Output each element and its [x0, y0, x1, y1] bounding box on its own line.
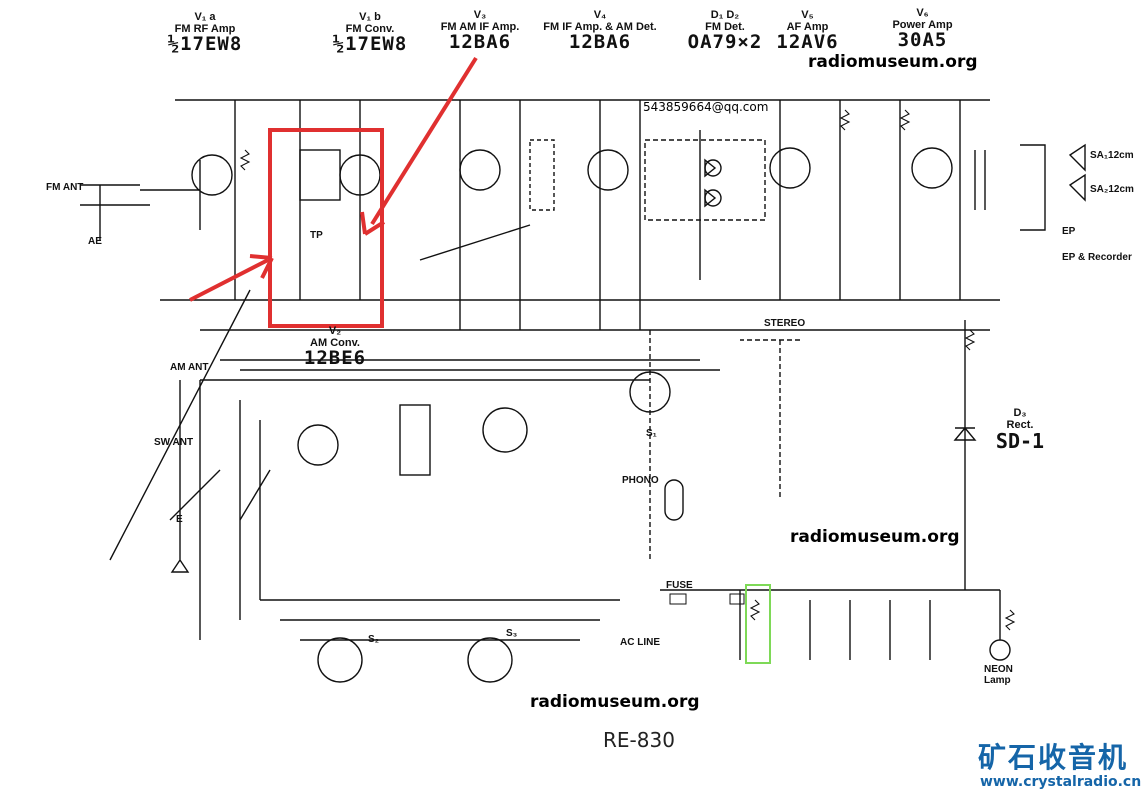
tube-type: 30A5	[897, 29, 948, 52]
phono-label: PHONO	[622, 475, 659, 486]
e-label: E	[176, 514, 183, 525]
tube-header-v1b: V₁ b FM Conv. ½17EW8	[320, 11, 420, 56]
am-ant-label: AM ANT	[170, 362, 209, 373]
ep-label: EP	[1062, 226, 1076, 237]
tube-symbol: V₄	[593, 9, 607, 21]
tube-header-d1d2: D₁ D₂ FM Det. OA79×2	[675, 9, 775, 54]
tube-function: FM IF Amp. & AM Det.	[543, 20, 657, 33]
fuse-label: FUSE	[666, 580, 693, 591]
tube-function: AM Conv.	[310, 336, 360, 349]
tube-header-v2: V₂ AM Conv. 12BE6	[290, 325, 380, 370]
tube-symbol: V₁ b	[359, 11, 381, 23]
ae-label: AE	[88, 236, 102, 247]
tube-header-v1a: V₁ a FM RF Amp ½17EW8	[155, 11, 255, 56]
tube-function: FM AM IF Amp.	[440, 20, 520, 33]
tube-type: OA79×2	[687, 31, 763, 54]
tube-type: 12BA6	[568, 31, 632, 54]
model-number: RE-830	[603, 728, 675, 752]
switch-s1-label: S₁	[646, 428, 657, 439]
sw-ant-label: SW ANT	[154, 437, 194, 448]
stereo-label: STEREO	[764, 318, 806, 329]
tube-function: Power Amp	[892, 18, 953, 31]
tube-type: 12BE6	[303, 347, 367, 370]
highlight-arrow-lower	[189, 254, 274, 302]
tube-type: ½17EW8	[167, 33, 243, 56]
brand-name: 矿石收音机	[978, 741, 1129, 774]
tube-function: FM Det.	[705, 20, 745, 33]
speaker-1-label: SA₁12cm	[1090, 150, 1134, 161]
tube-header-v3: V₃ FM AM IF Amp. 12BA6	[425, 9, 535, 54]
highlight-box	[268, 128, 384, 328]
neon-lamp-label: NEON Lamp	[984, 664, 1013, 686]
tube-symbol: V₃	[473, 9, 487, 21]
tube-symbol: V₆	[916, 7, 929, 19]
watermark-top: radiomuseum.org	[808, 52, 978, 72]
tube-function: AF Amp	[786, 20, 829, 33]
watermark-middle: radiomuseum.org	[790, 527, 960, 547]
tube-symbol: D₁ D₂	[710, 9, 740, 21]
tube-header-v6: V₆ Power Amp 30A5	[880, 7, 965, 52]
switch-s2-label: S₂	[368, 634, 380, 645]
ac-line-label: AC LINE	[620, 637, 660, 648]
brand-url: www.crystalradio.cn	[980, 774, 1142, 790]
tube-header-v5: V₅ AF Amp 12AV6	[770, 9, 845, 54]
green-marker-box	[745, 584, 771, 664]
tube-type: 12AV6	[776, 31, 839, 54]
tube-function: FM RF Amp	[174, 22, 236, 35]
tube-type: 12BA6	[448, 31, 512, 54]
tube-type: ½17EW8	[332, 33, 408, 56]
tube-header-v4: V₄ FM IF Amp. & AM Det. 12BA6	[535, 9, 665, 54]
tube-function: FM Conv.	[345, 22, 395, 35]
highlight-arrow-upper	[360, 56, 478, 236]
tube-symbol: V₁ a	[194, 11, 216, 23]
rectifier-label: D₃ Rect. SD-1	[990, 407, 1050, 454]
tp-label: TP	[310, 230, 323, 241]
rectifier-type: SD-1	[995, 429, 1045, 454]
fm-ant-label: FM ANT	[46, 182, 84, 193]
rectifier-symbol: D₃	[1013, 407, 1027, 419]
speaker-2-label: SA₂12cm	[1090, 184, 1134, 195]
rectifier-function: Rect.	[1006, 418, 1034, 431]
watermark-bottom: radiomuseum.org	[530, 692, 700, 712]
email-watermark: 543859664@qq.com	[643, 100, 769, 114]
ep-recorder-label: EP & Recorder	[1062, 252, 1132, 263]
tube-symbol: V₅	[801, 9, 814, 21]
switch-s3-label: S₃	[506, 628, 518, 639]
tube-symbol: V₂	[328, 325, 342, 337]
